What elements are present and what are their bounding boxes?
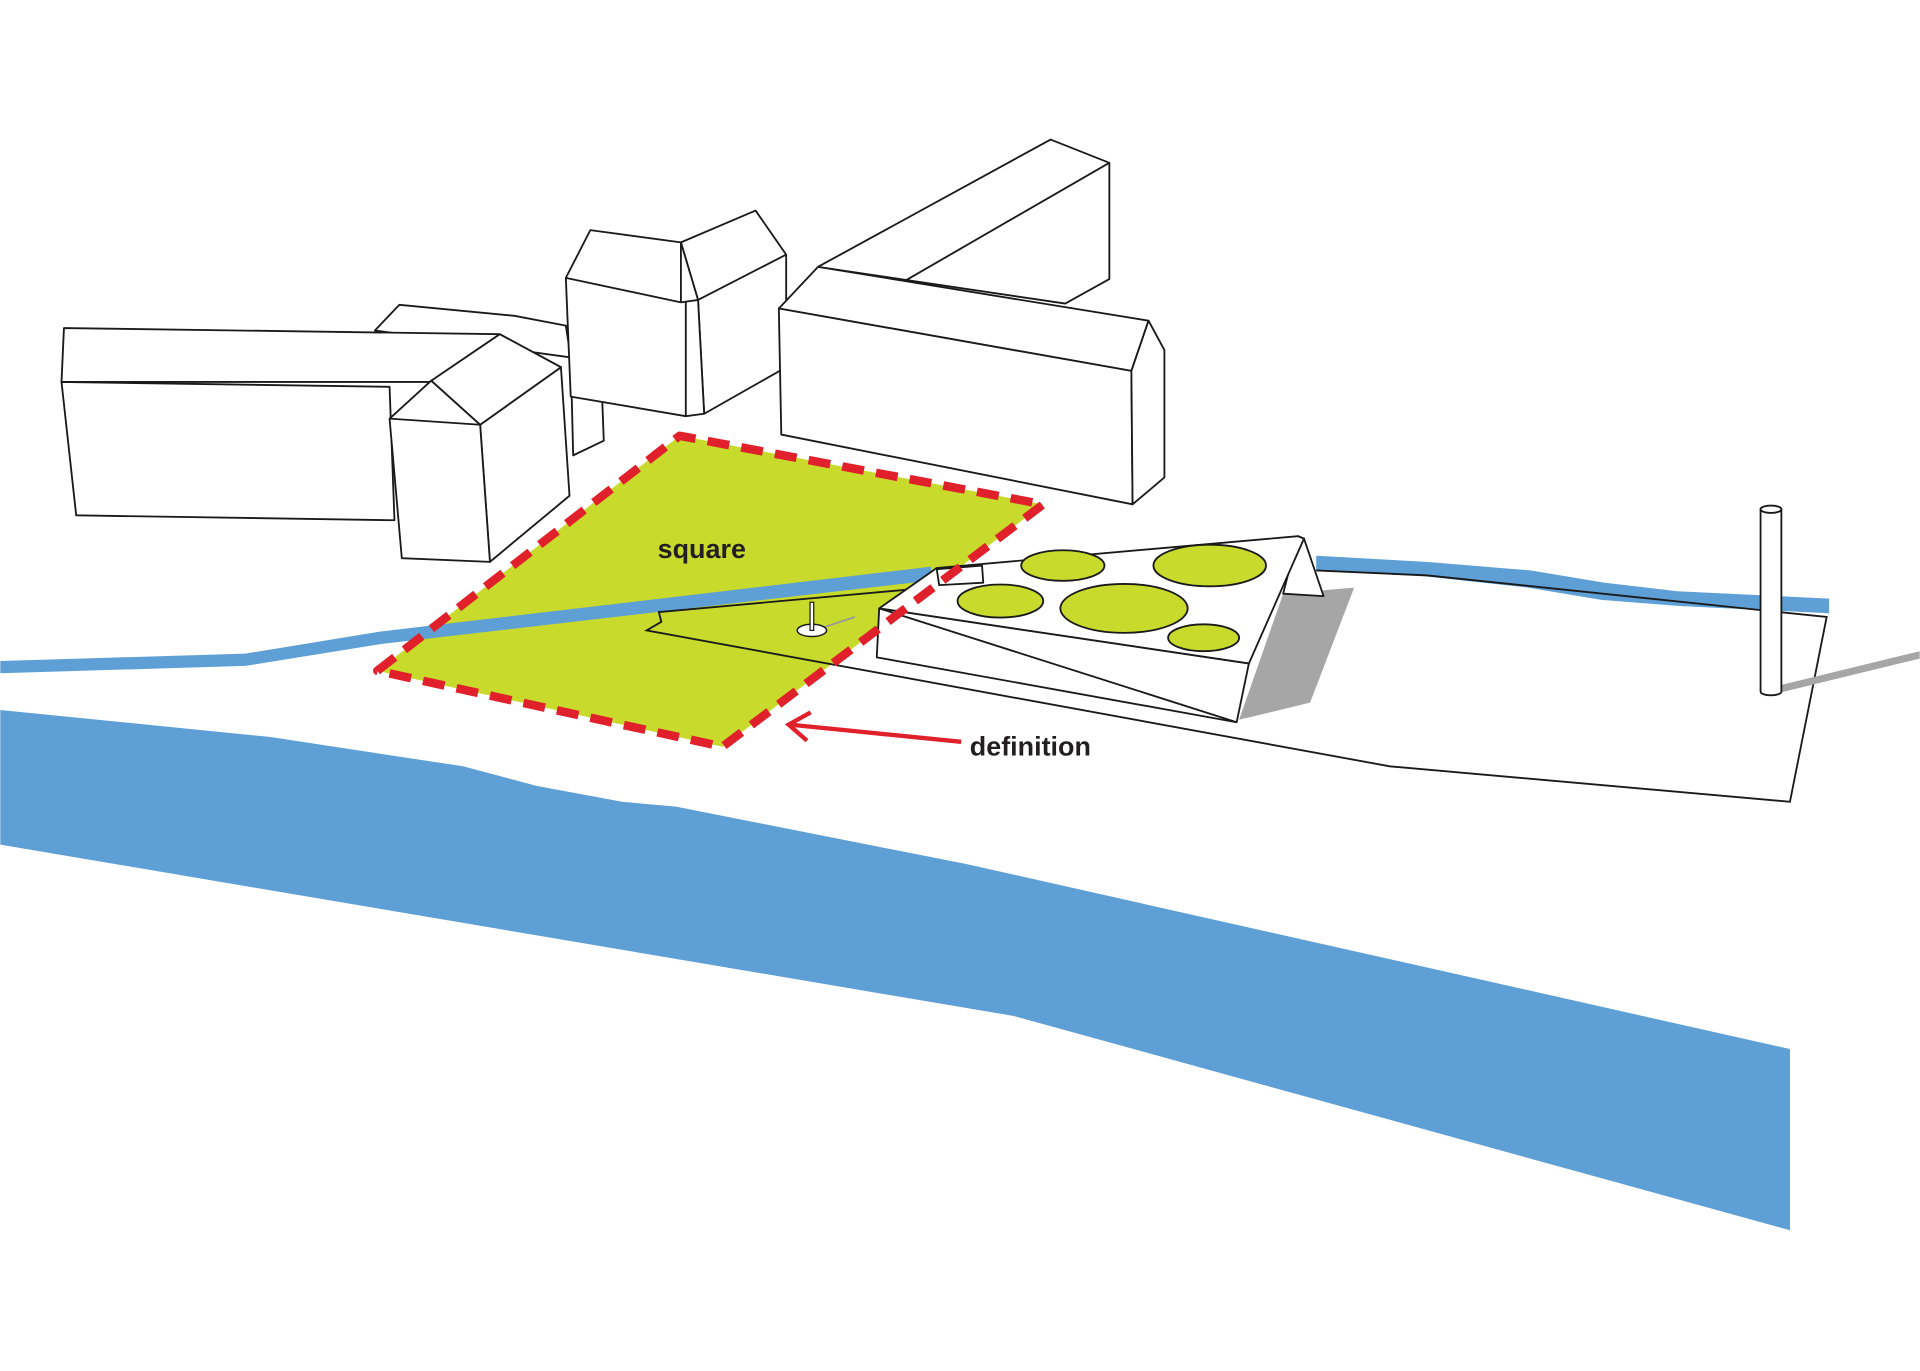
building-gable-house: [388, 333, 571, 563]
plaza-outline: [644, 569, 1828, 803]
square-boundary: [373, 431, 1048, 751]
roof-opening: [956, 583, 1045, 619]
building-right-block: [777, 138, 1166, 506]
label-definition: definition: [970, 731, 1091, 761]
canal-right: [1316, 555, 1830, 614]
roof-opening: [1020, 549, 1106, 582]
canal-left: [0, 566, 934, 674]
small-pole: [796, 601, 856, 638]
building-left-long: [60, 303, 605, 522]
definition-arrow: [784, 710, 962, 744]
tall-pole: [1759, 504, 1920, 697]
building-tower: [564, 209, 788, 418]
building-shadow: [1239, 587, 1355, 720]
roof-opening: [1167, 623, 1241, 653]
label-square: square: [658, 534, 746, 564]
river: [0, 709, 1790, 1231]
square-area: [377, 435, 1044, 747]
roof-opening: [1059, 582, 1189, 634]
roof-opening: [1152, 543, 1267, 588]
